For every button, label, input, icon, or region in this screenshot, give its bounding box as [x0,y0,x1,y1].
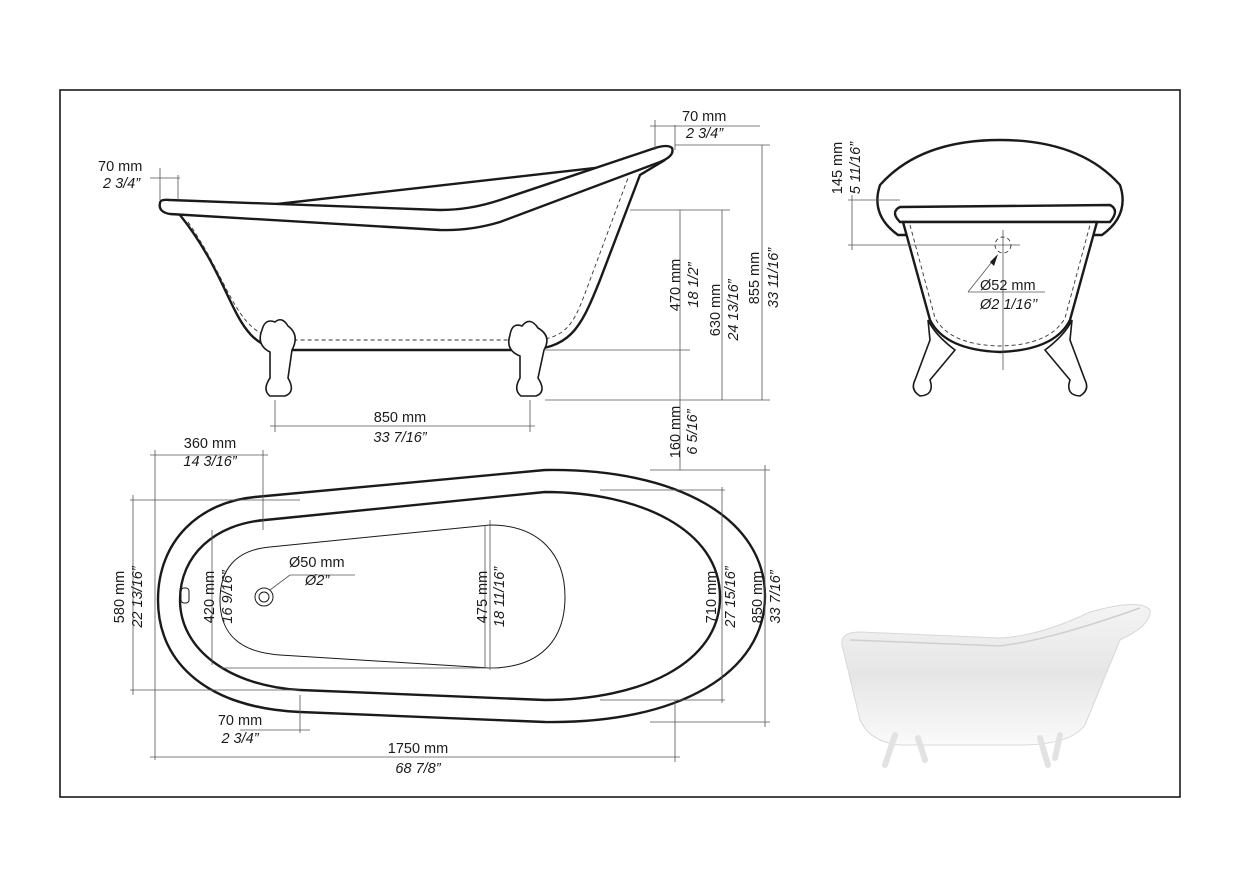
end-inner-contour [909,224,1091,347]
overflow-mm-label: Ø52 mm [980,278,1036,294]
drain-offset-mm-label: 360 mm [184,436,236,452]
head-rim-in-label: 2 3/4” [685,126,724,142]
total-height-mm-label: 855 mm [747,252,763,304]
body-height-in-label: 24 13/16” [726,278,742,341]
drain-in-label: Ø2” [304,573,330,589]
total-height-in-label: 33 11/16” [766,247,782,308]
inner-depth-in-label: 18 1/2” [686,261,702,307]
outer-width-mm-label: 850 mm [750,571,766,623]
claw-foot-left [259,318,296,397]
drawing-frame [59,89,1181,798]
left-rim-in-label: 2 3/4” [102,176,141,192]
inner-width-mm-label: 710 mm [704,571,720,623]
drain-mm-label: Ø50 mm [289,555,345,571]
inner-depth-mm-label: 470 mm [668,259,684,311]
basin-right-mm-label: 475 mm [475,571,491,623]
rim-mm-label: 70 mm [218,713,262,729]
inner-width-in-label: 27 15/16” [723,565,739,628]
rim-in-label: 2 3/4” [220,731,259,747]
outer-width-in-label: 33 7/16” [768,569,784,623]
overflow-slot [180,587,190,604]
overflow-in-label: Ø2 1/16’’ [979,297,1038,313]
left-rim-mm-label: 70 mm [98,159,142,175]
product-photo [841,603,1151,768]
back-rise-in-label: 5 11/16” [848,141,864,194]
basin-right-in-label: 18 11/16” [492,566,508,627]
tub-inner-outline [178,490,722,702]
head-rim-mm-label: 70 mm [682,109,726,125]
end-foot-right [1043,319,1088,397]
claw-foot-right [507,320,548,397]
length-in-label: 68 7/8” [395,761,441,777]
drain-offset-in-label: 14 3/16” [183,454,237,470]
back-rise-mm-label: 145 mm [830,142,846,194]
basin-left-mm-label: 420 mm [202,571,218,623]
leg-span-mm-label: 850 mm [374,410,426,426]
basin-left-in-label: 16 9/16” [220,569,236,623]
drain-inner [258,591,270,603]
length-mm-label: 1750 mm [388,741,448,757]
tub-rim-side [158,144,674,232]
end-view [848,138,1124,397]
end-body [901,220,1099,354]
leg-height-mm-label: 160 mm [668,406,684,458]
leg-span-in-label: 33 7/16” [373,430,427,446]
drain-hole [254,587,274,607]
side-view [150,120,770,470]
left-width-in-label: 22 13/16” [130,565,146,628]
leg-height-in-label: 6 5/16” [685,408,701,454]
end-rim [893,203,1117,224]
end-foot-left [912,319,957,397]
left-width-mm-label: 580 mm [112,571,128,623]
top-view [130,450,770,762]
body-height-mm-label: 630 mm [708,284,724,336]
